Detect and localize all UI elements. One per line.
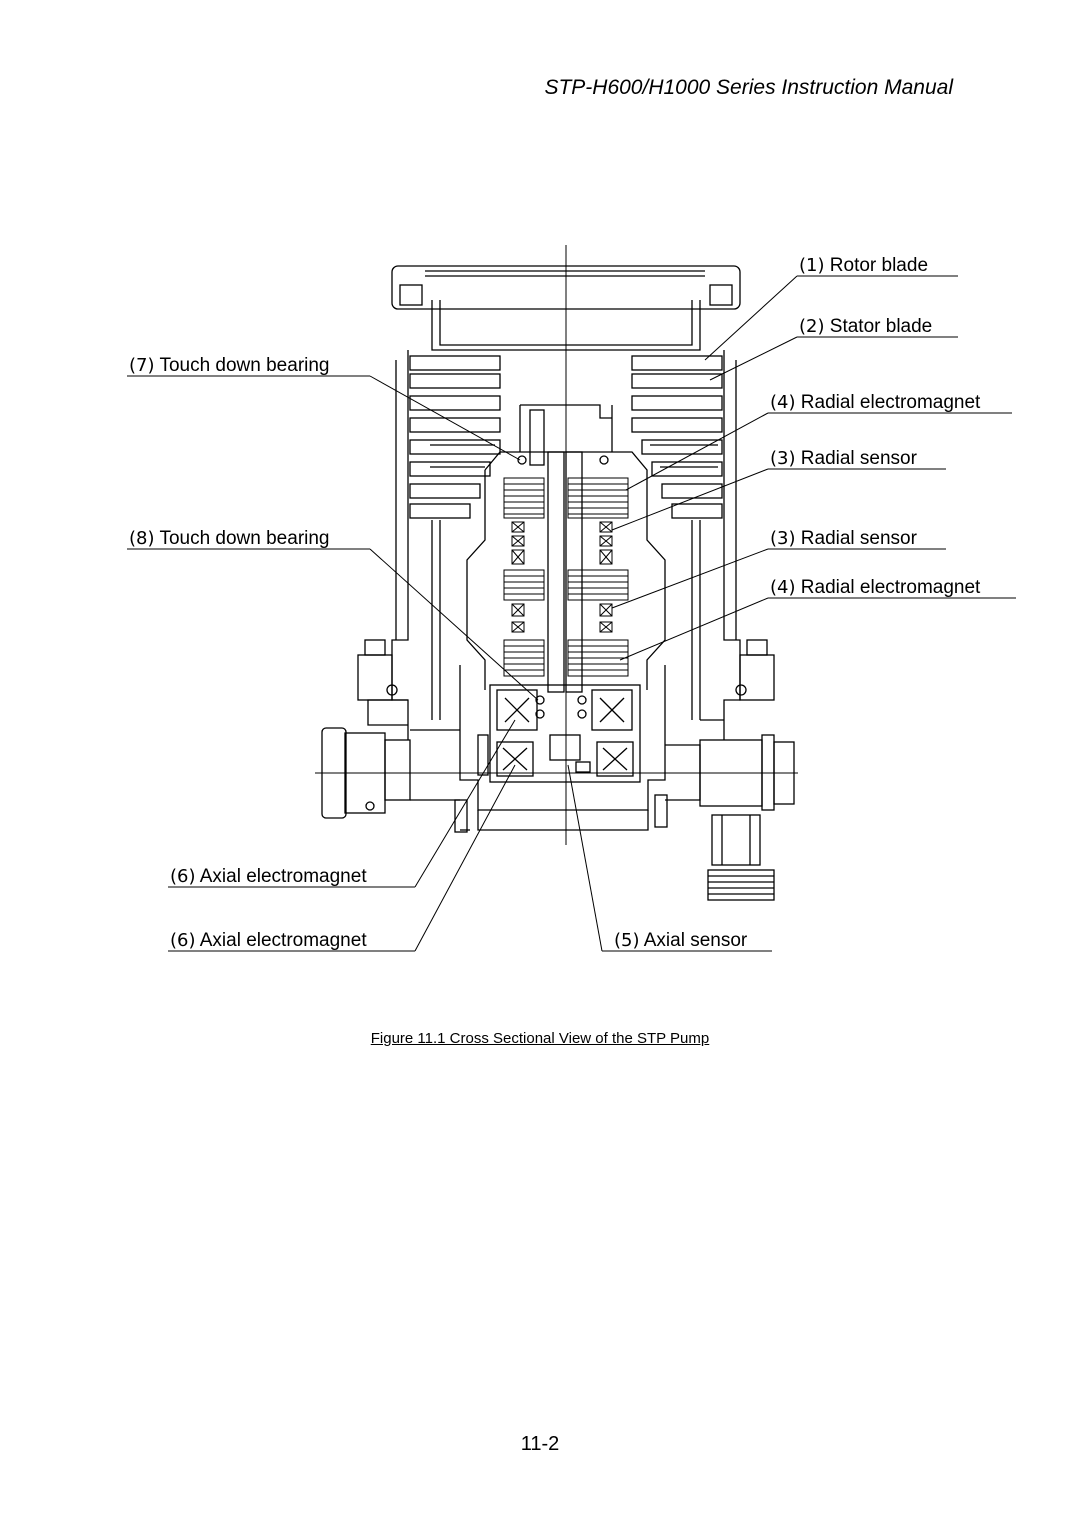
callout-number: (3) <box>770 528 796 549</box>
callout-number: (8) <box>129 528 155 549</box>
figure-caption-text: Figure 11.1 Cross Sectional View of the … <box>370 1030 710 1047</box>
callout-number: (6) <box>170 930 196 951</box>
callout-label: Touch down bearing <box>159 528 330 549</box>
callout-number: (1) <box>799 255 825 276</box>
callout-number: (4) <box>770 577 796 598</box>
callout-stator-blade: (2) Stator blade <box>799 317 932 336</box>
callout-radial-electromagnet-lower: (4) Radial electromagnet <box>770 578 980 597</box>
callout-number: (2) <box>799 316 825 337</box>
callout-radial-electromagnet-upper: (4) Radial electromagnet <box>770 393 980 412</box>
callout-axial-electromagnet-upper: (6) Axial electromagnet <box>170 867 367 886</box>
callout-number: (5) <box>614 930 640 951</box>
callout-label: Rotor blade <box>829 255 929 276</box>
callout-rotor-blade: (1) Rotor blade <box>799 256 928 275</box>
callout-label: Radial electromagnet <box>800 577 981 598</box>
callout-number: (7) <box>129 355 155 376</box>
document-header: STP-H600/H1000 Series Instruction Manual <box>544 76 953 99</box>
callout-label: Stator blade <box>829 316 933 337</box>
callout-number: (4) <box>770 392 796 413</box>
callout-label: Radial sensor <box>800 448 917 469</box>
upper-radial-electromagnet-stacks <box>503 477 629 519</box>
callout-touch-down-bearing-upper: (7) Touch down bearing <box>129 356 330 375</box>
callout-touch-down-bearing-lower: (8) Touch down bearing <box>129 529 330 548</box>
figure-caption: Figure 11.1 Cross Sectional View of the … <box>0 1030 1080 1047</box>
callout-number: (6) <box>170 866 196 887</box>
callout-number: (3) <box>770 448 796 469</box>
page-number: 11-2 <box>520 1433 560 1455</box>
callout-label: Touch down bearing <box>159 355 330 376</box>
callout-radial-sensor-upper: (3) Radial sensor <box>770 449 917 468</box>
callout-label: Radial electromagnet <box>800 392 981 413</box>
callout-label: Axial electromagnet <box>199 930 367 951</box>
callout-axial-sensor: (5) Axial sensor <box>614 931 747 950</box>
callout-radial-sensor-lower: (3) Radial sensor <box>770 529 917 548</box>
right-stator-blades <box>631 355 723 519</box>
callout-axial-electromagnet-lower: (6) Axial electromagnet <box>170 931 367 950</box>
lower-radial-electromagnet-stacks <box>503 569 629 677</box>
callout-label: Radial sensor <box>800 528 917 549</box>
radial-sensor-coils <box>511 521 613 633</box>
left-stator-blades <box>409 355 501 519</box>
callout-label: Axial sensor <box>643 930 748 951</box>
callout-label: Axial electromagnet <box>199 866 367 887</box>
